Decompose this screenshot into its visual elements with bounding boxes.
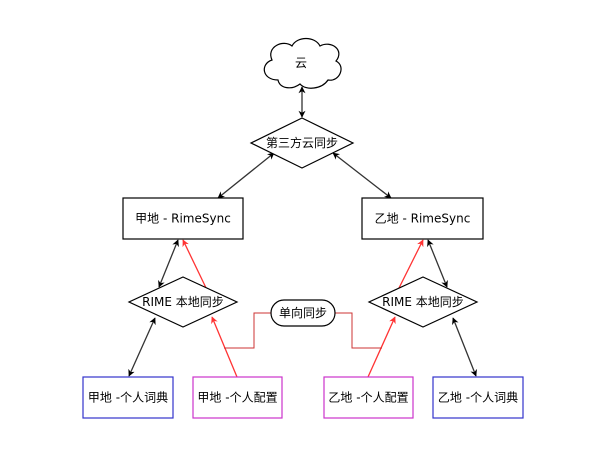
one-way-sync-connectors <box>224 312 382 349</box>
third-party-sync-label: 第三方云同步 <box>266 135 338 150</box>
two-way-edges <box>128 86 477 377</box>
local-sync-a-node[interactable]: RIME 本地同步 <box>127 276 239 328</box>
rimesync-b-node[interactable]: 乙地 - RimeSync <box>361 197 484 240</box>
config-b-node[interactable]: 乙地 -个人配置 <box>323 376 414 419</box>
edge-rimesync-a-localsync-a <box>158 239 179 288</box>
dict-b-shape <box>432 376 524 419</box>
dict-a-label: 甲地 -个人词典 <box>88 391 168 405</box>
dict-b-node[interactable]: 乙地 -个人词典 <box>432 376 524 419</box>
config-a-node[interactable]: 甲地 -个人配置 <box>192 376 283 419</box>
rimesync-b-shape <box>361 197 484 240</box>
config-a-label: 甲地 -个人配置 <box>197 391 277 405</box>
dict-a-node[interactable]: 甲地 -个人词典 <box>82 376 174 419</box>
edge-localsync-b-to-rimesync-b <box>396 239 424 293</box>
edge-localsync-a-to-rimesync-a <box>182 239 209 293</box>
config-a-shape <box>192 376 283 419</box>
dict-b-label: 乙地 -个人词典 <box>438 391 518 405</box>
edge-thirdparty-rimesync-b <box>332 152 392 199</box>
config-b-label: 乙地 -个人配置 <box>328 391 408 405</box>
dict-a-shape <box>82 376 174 419</box>
config-b-shape <box>323 376 414 419</box>
local-sync-a-shape <box>127 276 239 328</box>
edge-localsync-b-dict-b <box>452 317 477 377</box>
one-way-sync-node[interactable]: 单向同步 <box>270 299 336 327</box>
cloud-node[interactable]: 云 <box>263 37 342 89</box>
edge-config-b-to-localsync-b <box>367 316 396 378</box>
cloud-shape <box>263 37 342 89</box>
rimesync-a-shape <box>122 197 244 240</box>
third-party-sync-node[interactable]: 第三方云同步 <box>249 117 355 169</box>
connector-right <box>335 312 382 349</box>
local-sync-b-node[interactable]: RIME 本地同步 <box>367 276 479 328</box>
third-party-sync-shape <box>249 117 355 169</box>
rimesync-b-label: 乙地 - RimeSync <box>375 212 471 226</box>
edge-localsync-a-dict-a <box>128 317 156 377</box>
rimesync-a-label: 甲地 - RimeSync <box>135 212 231 226</box>
local-sync-b-shape <box>367 276 479 328</box>
local-sync-a-label: RIME 本地同步 <box>142 295 224 309</box>
one-way-sync-shape <box>270 299 336 327</box>
rimesync-a-node[interactable]: 甲地 - RimeSync <box>122 197 244 240</box>
connector-left <box>224 312 271 349</box>
local-sync-b-label: RIME 本地同步 <box>382 295 464 309</box>
edge-config-a-to-localsync-a <box>211 316 238 378</box>
one-way-edges <box>182 239 424 378</box>
edge-thirdparty-rimesync-a <box>217 152 275 199</box>
edge-rimesync-b-localsync-b <box>427 239 448 288</box>
cloud-label: 云 <box>295 56 307 70</box>
one-way-sync-label: 单向同步 <box>279 305 327 320</box>
